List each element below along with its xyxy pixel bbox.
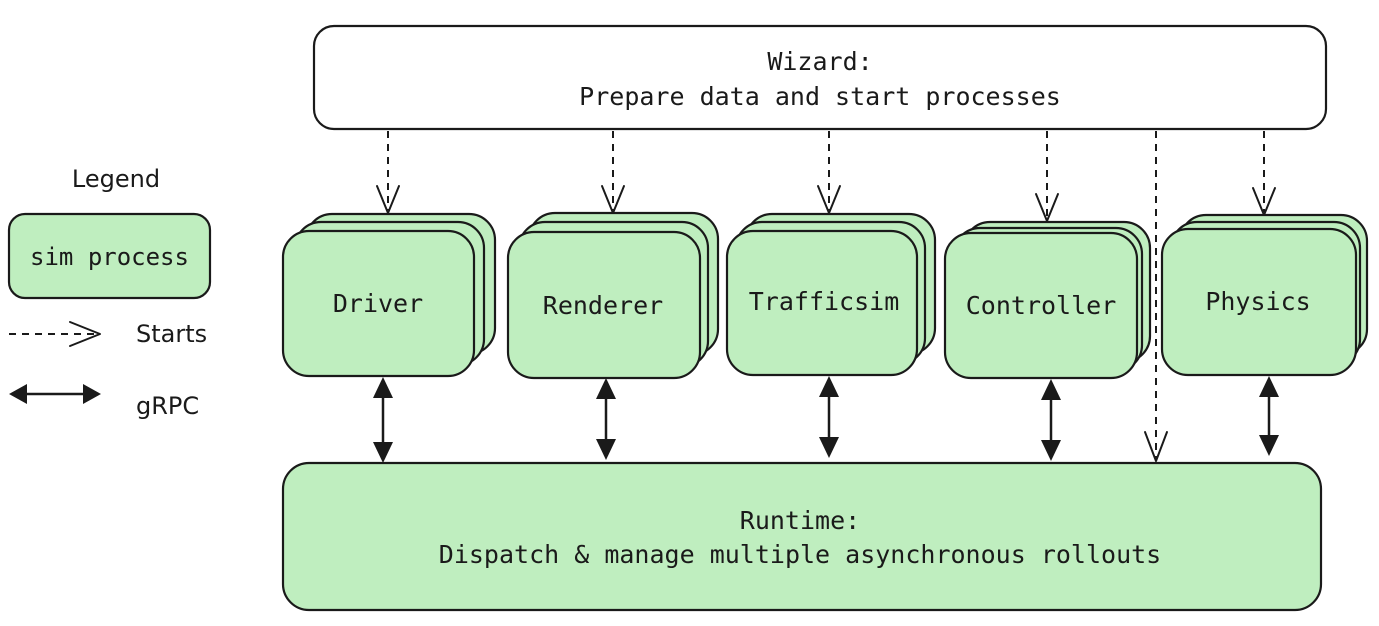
starts-arrow-controller xyxy=(1035,131,1059,222)
process-label-driver: Driver xyxy=(333,289,423,318)
process-label-renderer: Renderer xyxy=(543,291,663,320)
wizard-box: Wizard: Prepare data and start processes xyxy=(312,24,1328,131)
grpc-arrow-physics xyxy=(1259,376,1279,456)
starts-arrow-driver xyxy=(376,131,400,214)
wizard-title: Wizard: xyxy=(767,47,872,76)
grpc-arrow-trafficsim xyxy=(819,376,839,458)
runtime-box: Runtime: Dispatch & manage multiple asyn… xyxy=(281,461,1323,612)
runtime-box-shape xyxy=(281,461,1323,612)
legend-title: Legend xyxy=(72,165,160,193)
process-controller: Controller xyxy=(943,220,1152,380)
starts-arrow-renderer xyxy=(601,131,625,214)
process-label-physics: Physics xyxy=(1205,287,1310,316)
starts-arrow-runtime xyxy=(1144,131,1168,462)
legend-sim-process-swatch xyxy=(7,212,212,300)
legend-starts-arrow-icon xyxy=(9,321,101,347)
grpc-arrow-driver xyxy=(373,377,393,463)
runtime-title: Runtime: xyxy=(740,506,860,535)
process-renderer: Renderer xyxy=(506,211,720,380)
process-physics: Physics xyxy=(1160,213,1369,377)
starts-arrows xyxy=(376,131,1276,462)
grpc-arrow-renderer xyxy=(596,378,616,460)
legend-starts-label: Starts xyxy=(136,320,207,348)
grpc-arrow-controller xyxy=(1041,379,1061,461)
wizard-subtitle: Prepare data and start processes xyxy=(579,82,1061,111)
legend: Legend sim process Starts gRPC xyxy=(7,165,212,420)
process-label-controller: Controller xyxy=(966,291,1117,320)
runtime-subtitle: Dispatch & manage multiple asynchronous … xyxy=(439,540,1161,569)
legend-grpc-arrow-icon xyxy=(9,384,101,404)
grpc-arrows xyxy=(373,376,1279,463)
starts-arrow-trafficsim xyxy=(817,131,841,214)
legend-grpc-label: gRPC xyxy=(136,392,199,420)
process-driver: Driver xyxy=(281,212,497,378)
starts-arrow-physics xyxy=(1252,131,1276,216)
process-label-trafficsim: Trafficsim xyxy=(749,287,900,316)
wizard-box-shape xyxy=(312,24,1328,131)
legend-sim-process-label: sim process xyxy=(30,243,189,271)
process-trafficsim: Trafficsim xyxy=(725,212,937,377)
